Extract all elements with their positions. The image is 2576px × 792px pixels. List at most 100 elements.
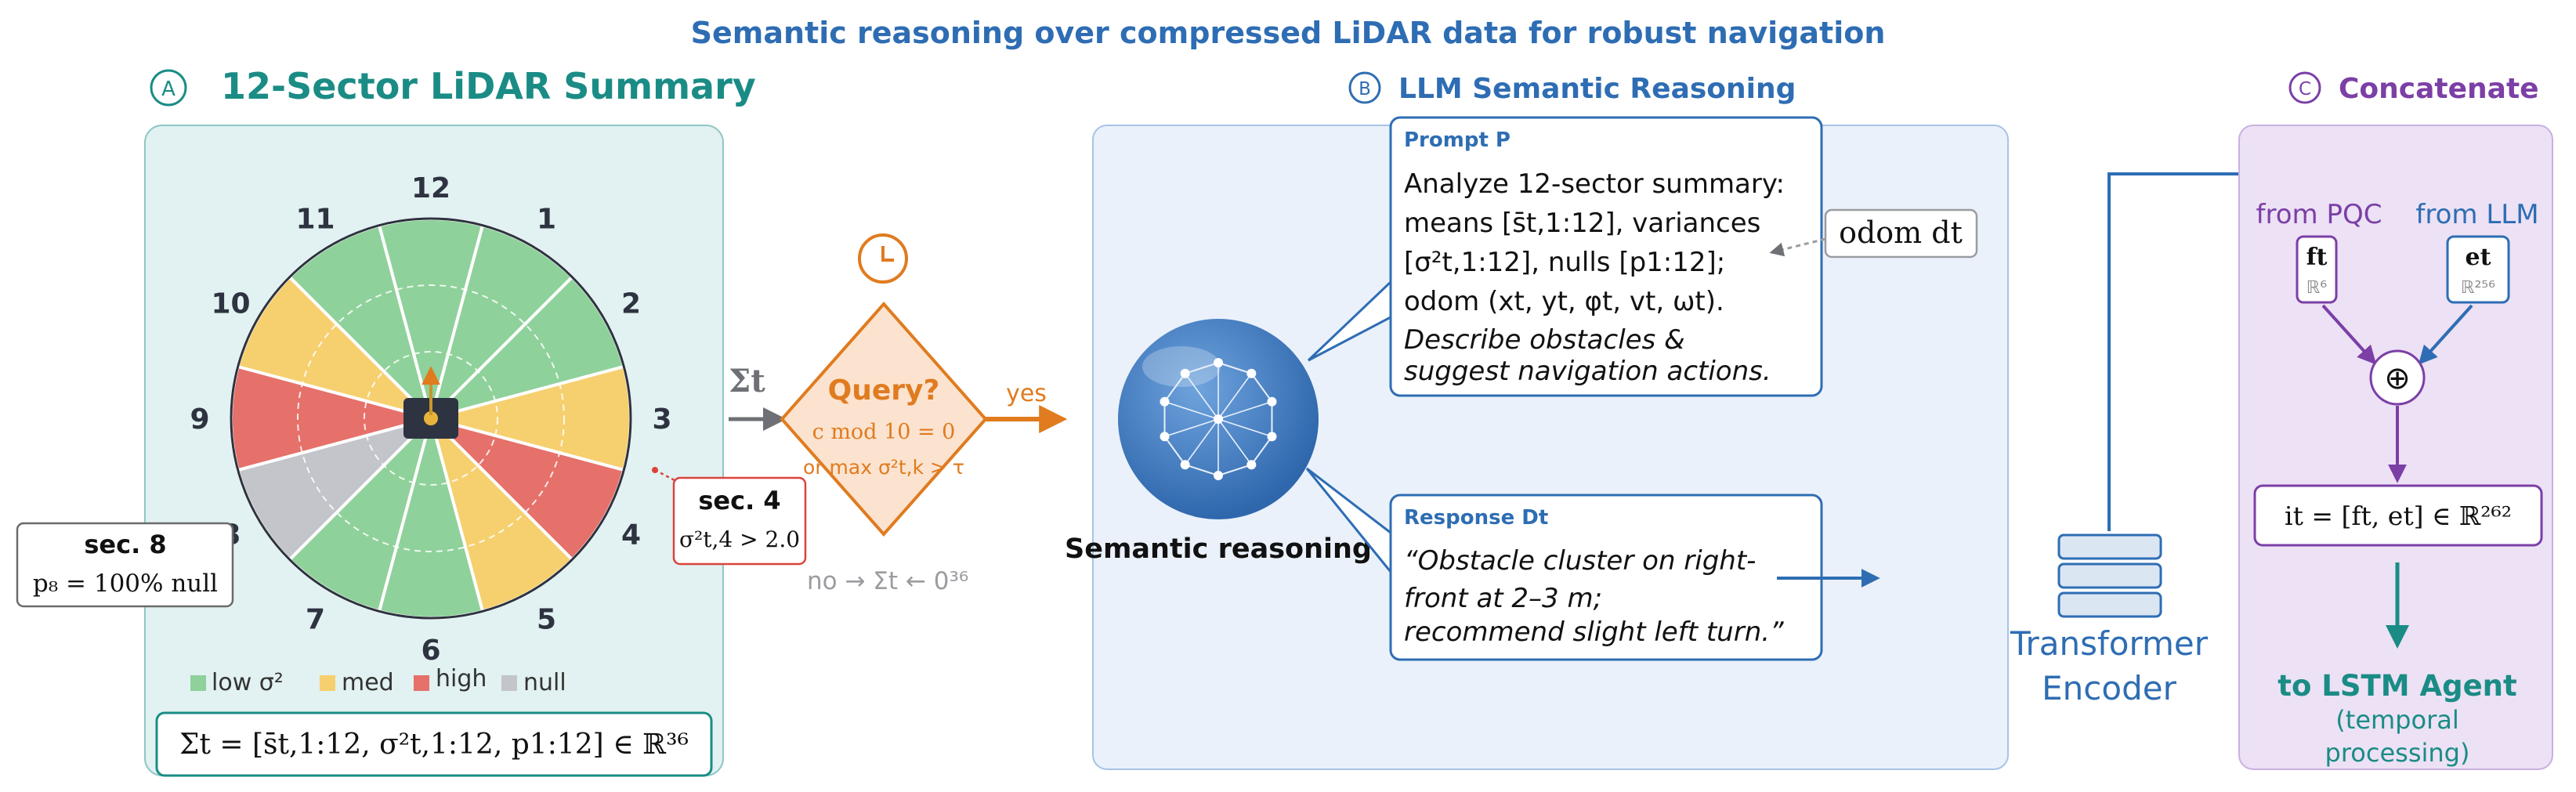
response-header: Response Dt xyxy=(1404,506,1548,530)
panel-c-badge-letter: C xyxy=(2299,79,2311,99)
panel-a-title: 12-Sector LiDAR Summary xyxy=(221,65,756,107)
sector-number-3: 3 xyxy=(652,403,671,436)
sector-number-7: 7 xyxy=(306,603,325,635)
prompt-line-1: Analyze 12-sector summary: xyxy=(1404,168,1785,200)
legend-label-high: high xyxy=(436,665,487,693)
et-box xyxy=(2446,235,2510,304)
transformer-encoder: Transformer Encoder xyxy=(2010,172,2489,707)
odom-box xyxy=(1824,208,1978,259)
panel-c-title: Concatenate xyxy=(2339,73,2539,105)
network-spoke xyxy=(1164,418,1219,438)
range-ring-1 xyxy=(364,351,498,486)
oplus-symbol: ⊕ xyxy=(2384,360,2411,396)
network-spoke xyxy=(1185,418,1219,465)
ft-box xyxy=(2296,235,2338,304)
legend-swatch-med xyxy=(320,675,335,691)
transformer-label-1: Transformer xyxy=(2010,624,2209,663)
odom-arrow xyxy=(1769,237,1826,257)
temporal-label-2: processing) xyxy=(2325,738,2470,768)
ft-to-oplus-arrow xyxy=(2321,304,2377,365)
network-spoke xyxy=(1217,373,1252,420)
sector-number-12: 12 xyxy=(411,172,450,204)
variance-legend: low σ² med high null xyxy=(190,665,566,696)
concat-oplus-node xyxy=(2369,349,2426,406)
panel-a: A 12-Sector LiDAR Summary 12123456789101… xyxy=(16,65,807,777)
encoder-layer-2 xyxy=(2057,562,2162,589)
query-condition-mod: c mod 10 = 0 xyxy=(812,420,956,444)
semantic-reasoning-label: Semantic reasoning xyxy=(1065,533,1372,565)
et-label: et xyxy=(2466,244,2491,271)
network-node xyxy=(1214,414,1223,424)
prompt-line-3: [σ²t,1:12], nulls [p1:12]; xyxy=(1404,247,1725,278)
sector-number-2: 2 xyxy=(621,288,641,320)
panel-a-badge-letter: A xyxy=(161,78,175,101)
sector-number-5: 5 xyxy=(537,603,556,635)
prompt-header: Prompt P xyxy=(1404,128,1511,152)
from-llm-label: from LLM xyxy=(2415,199,2538,230)
summary-formula: Σt = [s̄t,1:12, σ²t,1:12, p1:12] ∈ ℝ³⁶ xyxy=(179,729,689,761)
network-node xyxy=(1180,460,1190,470)
ft-dim: ℝ⁶ xyxy=(2306,278,2327,298)
network-node xyxy=(1160,432,1170,442)
panel-b-badge xyxy=(1348,71,1381,104)
response-line-2: front at 2–3 m; xyxy=(1404,583,1602,614)
network-node xyxy=(1214,471,1223,480)
sec4-leader-dot xyxy=(652,467,658,473)
prompt-line-4: odom (xt, yt, φt, vt, ωt). xyxy=(1404,286,1724,317)
no-branch-label: no → Σt ← 0³⁶ xyxy=(807,567,968,595)
yes-label: yes xyxy=(1006,380,1047,407)
sector-number-6: 6 xyxy=(421,635,440,667)
sector-number-4: 4 xyxy=(621,519,641,552)
sec4-callout xyxy=(672,476,807,566)
legend-label-med: med xyxy=(342,669,394,696)
network-node xyxy=(1160,396,1170,407)
legend-swatch-low xyxy=(190,675,206,691)
network-spoke xyxy=(1164,400,1219,420)
network-node xyxy=(1246,460,1257,470)
sector-number-9: 9 xyxy=(190,403,209,436)
robot-center-dot xyxy=(424,411,438,425)
sector-number-labels: 121234567891011 xyxy=(190,172,671,667)
concat-vector-label: it = [ft, et] ∈ ℝ²⁶² xyxy=(2285,501,2512,531)
response-line-3: recommend slight left turn.” xyxy=(1404,617,1784,648)
ft-label: ft xyxy=(2306,244,2328,271)
sec4-callout-value: σ²t,4 > 2.0 xyxy=(679,526,800,552)
et-dim: ℝ²⁵⁶ xyxy=(2461,278,2495,298)
wheel-outline xyxy=(230,217,632,620)
panel-c: C Concatenate from PQC from LLM ft ℝ⁶ et… xyxy=(2238,71,2553,770)
to-lstm-label: to LSTM Agent xyxy=(2278,669,2516,703)
legend-swatch-null xyxy=(501,675,517,691)
range-ring-2 xyxy=(297,284,565,552)
prompt-italic-2: suggest navigation actions. xyxy=(1404,356,1771,387)
query-condition-variance: or max σ²t,k > τ xyxy=(803,456,964,479)
temporal-label-1: (temporal xyxy=(2335,705,2458,735)
sec8-callout-value: p₈ = 100% null xyxy=(33,570,218,598)
network-node xyxy=(1267,432,1277,442)
panel-b-badge-letter: B xyxy=(1359,79,1371,99)
neural-network-icon xyxy=(1160,358,1277,480)
network-spoke xyxy=(1217,400,1272,420)
network-node xyxy=(1214,358,1223,367)
panel-b-title: LLM Semantic Reasoning xyxy=(1398,73,1796,105)
panel-a-badge xyxy=(150,69,187,107)
llm-sphere-highlight xyxy=(1142,346,1221,387)
query-title: Query? xyxy=(828,374,940,407)
encoder-layer-3 xyxy=(2057,591,2162,618)
sector-number-10: 10 xyxy=(211,288,250,320)
network-spoke xyxy=(1185,373,1219,420)
network-spoke xyxy=(1217,418,1252,465)
response-line-1: “Obstacle cluster on right- xyxy=(1404,545,1756,577)
query-diamond xyxy=(780,301,988,537)
network-node xyxy=(1246,368,1257,378)
network-node xyxy=(1180,368,1190,378)
summary-formula-box xyxy=(155,711,713,777)
sigma-input-label: Σt xyxy=(729,363,765,400)
legend-swatch-high xyxy=(414,675,429,691)
network-node xyxy=(1267,396,1277,407)
sec8-callout-title: sec. 8 xyxy=(84,530,166,559)
panel-c-badge xyxy=(2288,71,2321,104)
legend-label-null: null xyxy=(523,669,566,696)
from-pqc-label: from PQC xyxy=(2256,199,2382,230)
encoder-layer-1 xyxy=(2057,533,2162,560)
legend-label-low: low σ² xyxy=(212,669,284,696)
